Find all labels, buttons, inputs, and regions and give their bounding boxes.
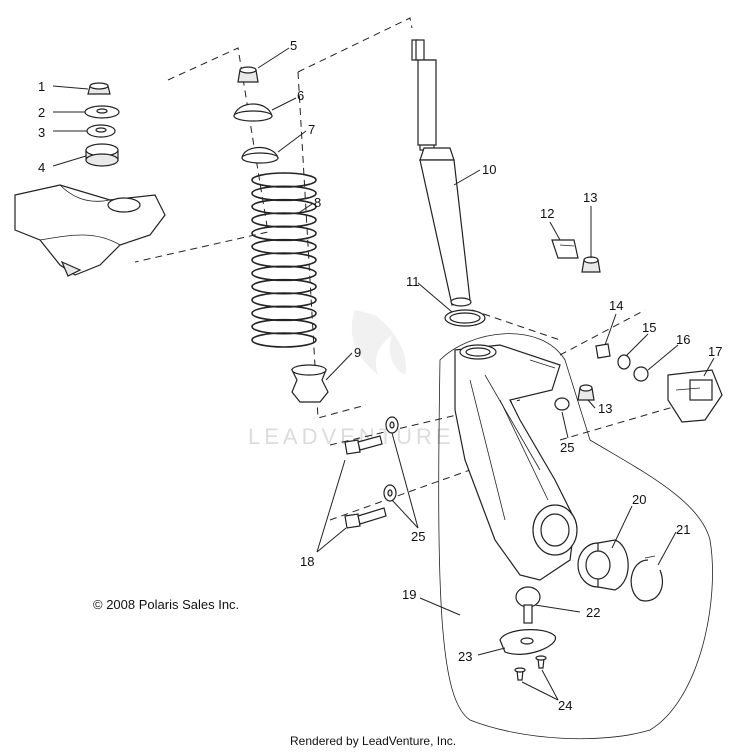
brake-caliper-17 [667, 369, 723, 423]
coil-spring-8 [251, 172, 317, 348]
callout-17: 17 [708, 344, 722, 359]
spring-coil [251, 265, 317, 282]
callout-16: 16 [676, 332, 690, 347]
spring-coil [251, 252, 317, 268]
spring-coil [251, 305, 317, 322]
nut-13b [577, 384, 595, 401]
leader-lines [52, 47, 715, 701]
bearing-20 [577, 539, 629, 591]
spring-coil [251, 172, 317, 188]
callout-25: 25 [411, 529, 425, 544]
callout-13: 13 [583, 190, 597, 205]
spring-seat-7 [241, 146, 279, 164]
callout-20: 20 [632, 492, 646, 507]
callout-23: 23 [458, 649, 472, 664]
callout-25b: 25 [560, 440, 574, 455]
spring-coil [251, 292, 317, 308]
callout-13b: 13 [598, 401, 612, 416]
callout-15: 15 [642, 320, 656, 335]
callout-labels: 1 2 3 4 5 6 7 8 9 10 11 12 13 14 15 16 1… [38, 38, 722, 713]
washers-25 [383, 397, 570, 502]
circlip-21 [630, 555, 663, 602]
spring-coil [251, 278, 317, 295]
upper-mount-frame [14, 184, 166, 277]
callout-18: 18 [300, 554, 314, 569]
washer-15 [617, 354, 631, 370]
callout-3: 3 [38, 125, 45, 140]
spring-coil [251, 185, 317, 202]
nut-13a [581, 256, 601, 273]
callout-6: 6 [297, 88, 304, 103]
callout-2: 2 [38, 105, 45, 120]
bushing-4 [85, 143, 119, 167]
copyright-text: © 2008 Polaris Sales Inc. [93, 597, 239, 612]
watermark-logo [351, 310, 406, 375]
callout-9: 9 [354, 345, 361, 360]
o-ring-11 [444, 309, 486, 327]
steering-knuckle [454, 344, 578, 581]
nut-1 [87, 82, 111, 95]
spring-coil [251, 238, 317, 255]
knuckle-group-outline [438, 333, 713, 740]
washer-2 [84, 105, 120, 119]
callout-21: 21 [676, 522, 690, 537]
callout-14: 14 [609, 298, 623, 313]
callout-5: 5 [290, 38, 297, 53]
callout-7: 7 [308, 122, 315, 137]
spring-retainer-6 [233, 103, 273, 122]
callout-22: 22 [586, 605, 600, 620]
shock-absorber-10 [411, 39, 472, 307]
ball-joint-22 [515, 586, 541, 624]
spring-coil [251, 198, 317, 215]
callout-4: 4 [38, 160, 45, 175]
nut-5 [237, 66, 259, 83]
callout-8: 8 [314, 195, 321, 210]
bolt-14 [595, 343, 611, 359]
bump-stop-9 [291, 364, 329, 403]
spring-coil [251, 332, 317, 348]
plate-23 [499, 629, 556, 655]
footer-text: Rendered by LeadVenture, Inc. [290, 734, 456, 748]
spring-coil [251, 318, 317, 335]
clip-12 [551, 239, 579, 259]
bolts-18 [344, 435, 387, 529]
callout-24: 24 [558, 698, 572, 713]
screws-24 [514, 655, 547, 681]
callout-10: 10 [482, 162, 496, 177]
callout-12: 12 [540, 206, 554, 221]
washer-16 [633, 366, 649, 382]
callout-1: 1 [38, 79, 45, 94]
washer-3 [86, 124, 116, 138]
callout-19: 19 [402, 587, 416, 602]
callout-11: 11 [406, 274, 420, 289]
